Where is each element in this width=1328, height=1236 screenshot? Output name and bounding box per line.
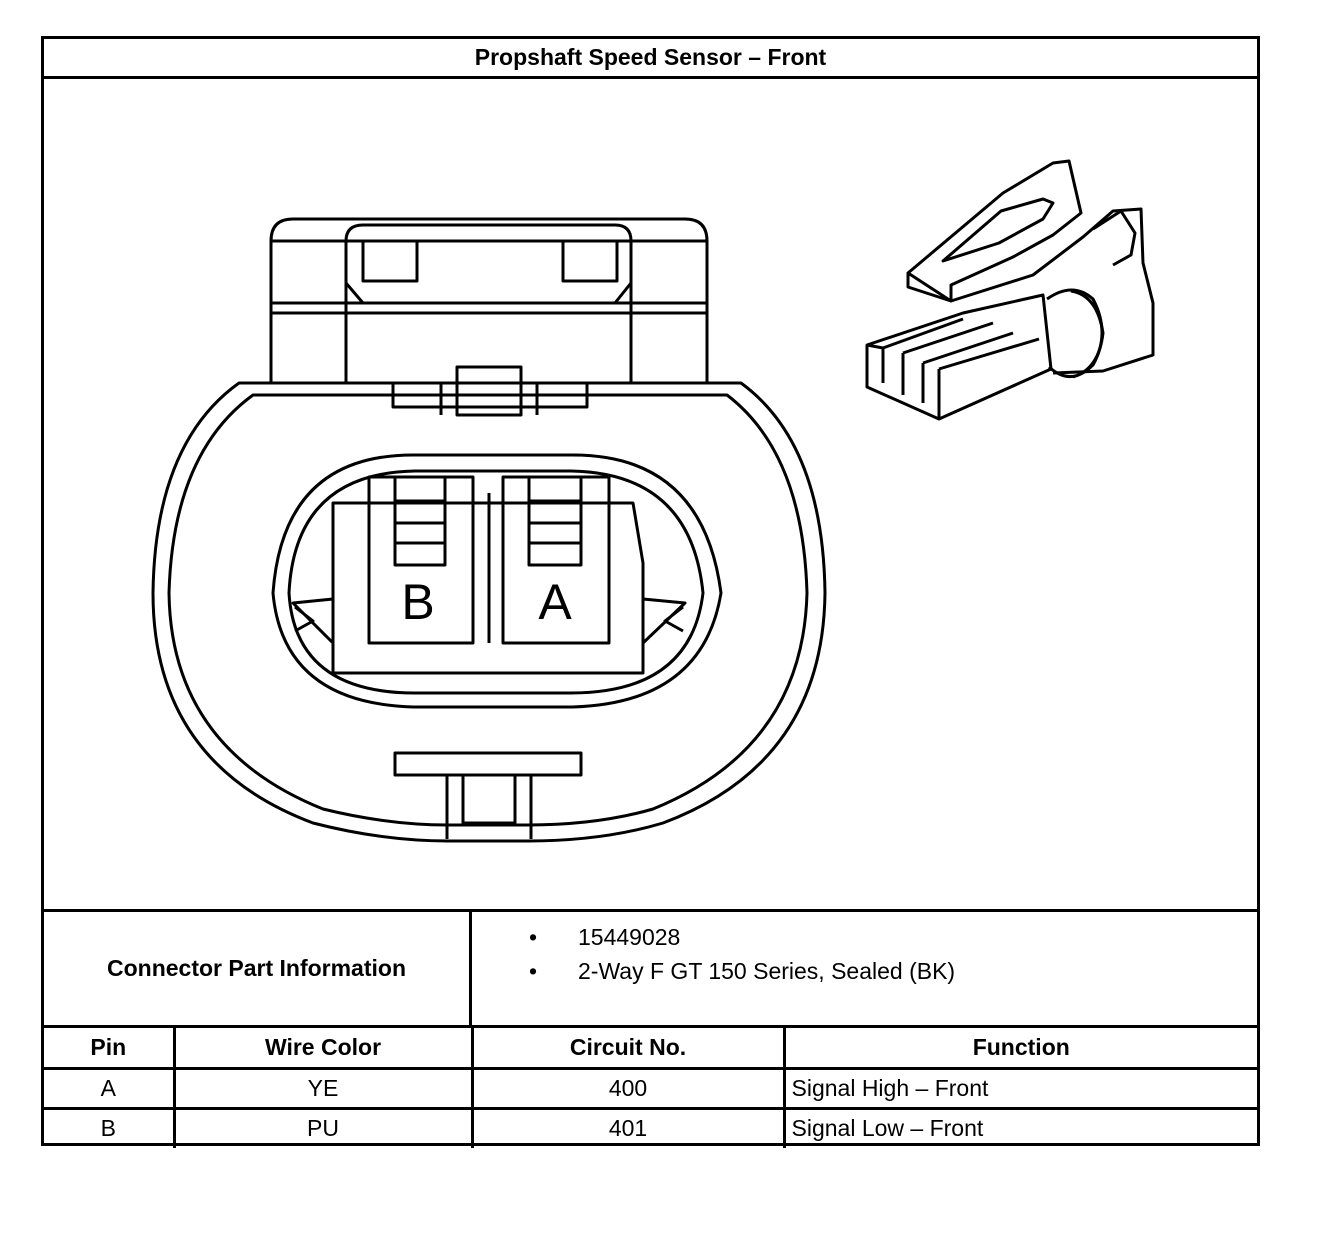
header-function: Function bbox=[784, 1028, 1257, 1070]
lock-housing-bevel bbox=[613, 282, 633, 304]
wire-color-cell: YE bbox=[174, 1068, 474, 1110]
connector-end-view-sheet: Propshaft Speed Sensor – Front bbox=[41, 36, 1260, 1148]
function-cell: Signal High – Front bbox=[784, 1068, 1257, 1110]
connector-shell-lip bbox=[167, 393, 809, 827]
lock-housing-bevel bbox=[344, 282, 365, 304]
lock-tab bbox=[561, 239, 619, 283]
iso-rear-latch bbox=[1092, 209, 1137, 267]
connector-part-info-list: • 15449028 • 2-Way F GT 150 Series, Seal… bbox=[472, 912, 1257, 1025]
iso-latch-face bbox=[906, 273, 952, 303]
bullet-icon: • bbox=[528, 958, 538, 984]
wire-color-cell: PU bbox=[174, 1108, 474, 1148]
lock-housing-outline bbox=[269, 217, 709, 383]
terminal-latch-a bbox=[527, 475, 583, 567]
lock-tab bbox=[361, 239, 419, 283]
connector-part-info-row: Connector Part Information • 15449028 • … bbox=[44, 912, 1257, 1028]
iso-body-upper bbox=[950, 207, 1155, 375]
top-key bbox=[455, 365, 523, 417]
bottom-key-slot bbox=[393, 751, 583, 777]
side-latch-right bbox=[641, 597, 687, 645]
header-circuit-no: Circuit No. bbox=[472, 1028, 786, 1070]
top-key-slot bbox=[391, 381, 589, 409]
inner-cavity-lip bbox=[287, 469, 705, 695]
iso-collar-ring bbox=[1070, 289, 1105, 379]
pinout-header-row: Pin Wire Color Circuit No. Function bbox=[44, 1028, 1257, 1070]
diagram-title: Propshaft Speed Sensor – Front bbox=[44, 39, 1257, 79]
pinout-table: Pin Wire Color Circuit No. Function A YE… bbox=[44, 1028, 1257, 1148]
lock-housing-inner bbox=[344, 223, 633, 383]
connector-drawing-area: B A bbox=[44, 79, 1257, 912]
inner-cavity-outline bbox=[271, 453, 723, 709]
circuit-cell: 400 bbox=[472, 1068, 786, 1110]
cavity-label-a: A bbox=[538, 574, 572, 630]
connector-front-view: B A bbox=[151, 217, 827, 843]
iso-terminal-top bbox=[866, 317, 1040, 371]
table-row: A YE 400 Signal High – Front bbox=[44, 1068, 1257, 1110]
pin-cell: B bbox=[44, 1108, 176, 1148]
connector-drawing: B A bbox=[151, 159, 1155, 843]
connector-iso-view bbox=[865, 159, 1155, 421]
cavity-label-b: B bbox=[401, 574, 434, 630]
terminal-block bbox=[331, 501, 645, 675]
connector-outer-shell bbox=[151, 381, 827, 843]
part-number: 15449028 bbox=[578, 924, 681, 950]
table-row: B PU 401 Signal Low – Front bbox=[44, 1108, 1257, 1148]
connector-part-info-label: Connector Part Information bbox=[44, 912, 472, 1025]
terminal-latch-b bbox=[393, 475, 447, 567]
iso-body-lower bbox=[865, 293, 1053, 421]
bullet-icon: • bbox=[528, 924, 538, 950]
side-latch-left bbox=[291, 597, 335, 645]
pin-cell: A bbox=[44, 1068, 176, 1110]
header-wire-color: Wire Color bbox=[174, 1028, 474, 1070]
function-cell: Signal Low – Front bbox=[791, 1115, 984, 1142]
circuit-cell: 401 bbox=[472, 1108, 786, 1148]
iso-terminal-slot bbox=[881, 348, 941, 419]
iso-latch-upper bbox=[906, 159, 1083, 303]
iso-latch-slot bbox=[941, 197, 1055, 263]
connector-description: 2-Way F GT 150 Series, Sealed (BK) bbox=[578, 958, 956, 984]
bottom-key bbox=[445, 775, 533, 839]
header-pin: Pin bbox=[44, 1028, 176, 1070]
